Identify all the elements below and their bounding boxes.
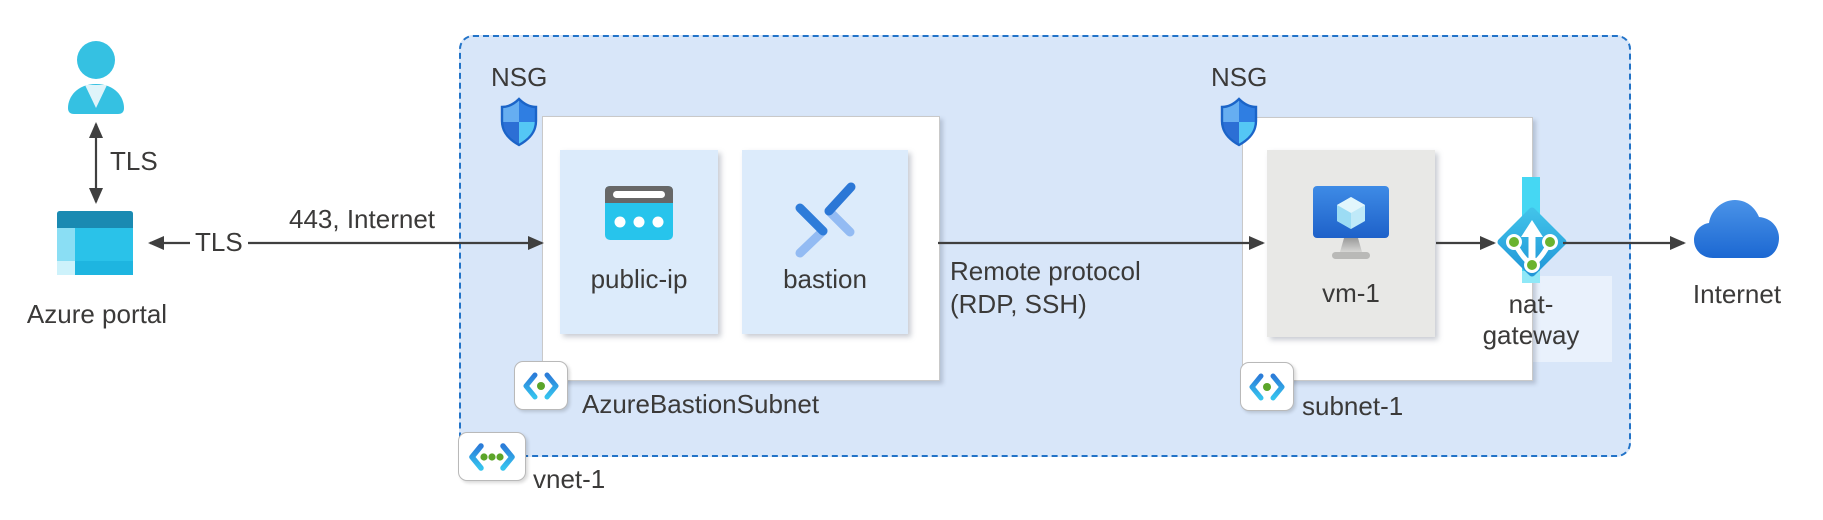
nat-gateway-label-bg — [1522, 276, 1612, 362]
subnet-icon — [514, 361, 568, 410]
public-ip-label: public-ip — [590, 264, 688, 294]
shield-icon — [1220, 97, 1258, 147]
subnet-icon-glyph — [523, 372, 559, 399]
tls-label-horizontal: TLS — [195, 227, 243, 257]
nat-gateway-label: nat- gateway — [1451, 289, 1611, 351]
browser-icon — [605, 186, 673, 240]
internet-label: Internet — [1692, 279, 1782, 309]
bastion-card: bastion — [742, 150, 908, 334]
nsg-label: NSG — [1211, 62, 1268, 92]
subnet-icon — [1240, 362, 1294, 411]
vnet-label: vnet-1 — [533, 464, 606, 494]
vm-1-label: vm-1 — [1322, 278, 1380, 308]
subnet-1-label: subnet-1 — [1302, 391, 1404, 421]
user-icon — [68, 41, 124, 114]
bastion-subnet-label: AzureBastionSubnet — [582, 389, 820, 419]
vm-icon — [1313, 186, 1389, 259]
virtual-network-icon-glyph — [469, 442, 515, 471]
nat-gateway-label-line2: gateway — [1482, 320, 1580, 350]
azure-portal-label: Azure portal — [26, 299, 168, 329]
vm-1-card: vm-1 — [1267, 150, 1435, 337]
remote-protocol-label-line1: Remote protocol — [950, 256, 1141, 286]
nat-gateway-icon — [1497, 177, 1567, 283]
bastion-icon — [795, 182, 856, 258]
azure-portal-icon — [57, 211, 133, 275]
tls-label-vertical: TLS — [110, 146, 158, 176]
nsg-label: NSG — [491, 62, 548, 92]
cloud-icon — [1694, 200, 1779, 258]
bastion-label: bastion — [783, 264, 867, 294]
subnet-icon-glyph — [1249, 373, 1285, 400]
nat-gateway-label-line1: nat- — [1508, 289, 1554, 319]
virtual-network-icon — [458, 432, 526, 481]
remote-protocol-label-line2: (RDP, SSH) — [950, 289, 1087, 319]
public-ip-card: public-ip — [560, 150, 718, 334]
port-internet-label: 443, Internet — [289, 204, 435, 234]
shield-icon — [500, 97, 538, 147]
